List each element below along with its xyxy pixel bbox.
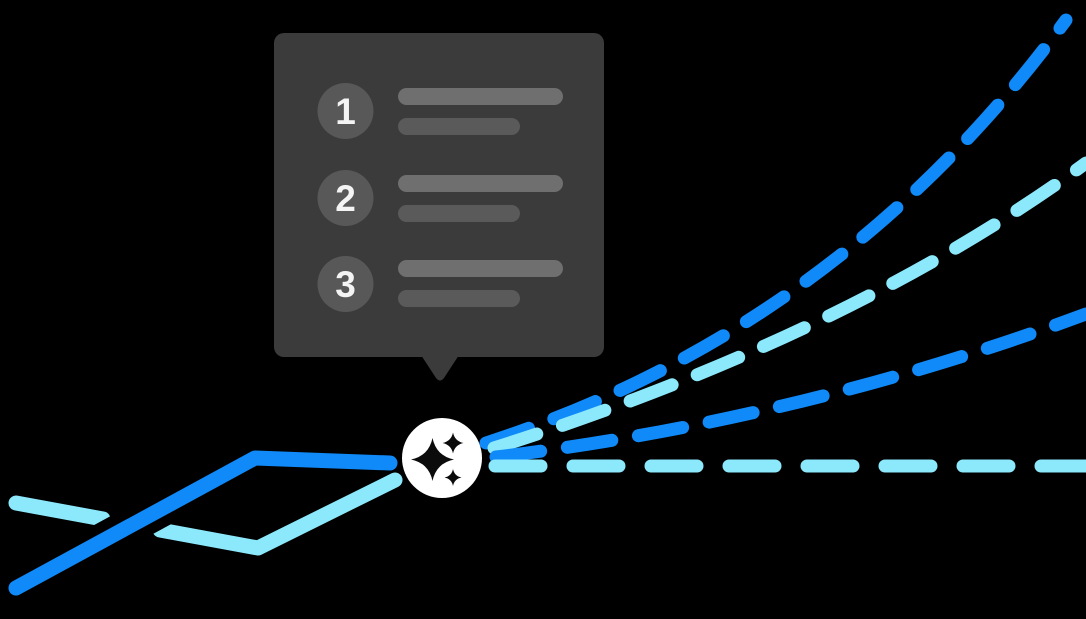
sparkle-large	[411, 438, 454, 481]
sparkles-icon	[411, 432, 464, 486]
text-placeholder-line-3b	[398, 290, 520, 307]
text-placeholder-line-3a	[398, 260, 563, 277]
forecast-line-upper-secondary	[487, 156, 1086, 455]
forecast-line-moderate-primary	[489, 307, 1086, 464]
tooltip-list-item-3: 3	[317, 256, 563, 312]
step-number-3: 3	[335, 264, 356, 305]
forecast-lines	[479, 13, 1086, 473]
tooltip-list-item-2: 2	[317, 170, 563, 226]
step-number-1: 1	[335, 91, 356, 132]
step-number-2: 2	[335, 178, 356, 219]
text-placeholder-line-1b	[398, 118, 520, 135]
history-line-secondary-segment-2	[152, 472, 403, 556]
text-placeholder-line-2a	[398, 175, 563, 192]
tooltip-pointer	[421, 355, 459, 381]
history-line-primary	[8, 450, 398, 596]
ai-sparkle-badge[interactable]	[402, 418, 482, 498]
history-line-secondary-segment-1	[8, 495, 111, 527]
step-badge-1	[317, 83, 374, 139]
sparkle-medium	[442, 432, 464, 454]
tooltip-panel: 1 2 3	[274, 33, 604, 381]
sparkle-small	[444, 469, 462, 486]
text-placeholder-line-2b	[398, 205, 520, 222]
step-badge-2	[317, 170, 374, 226]
forecast-line-steep-primary	[479, 13, 1073, 450]
tooltip-list-item-1: 1	[317, 83, 563, 139]
history-lines	[0, 440, 403, 606]
step-badge-3	[317, 256, 374, 312]
text-placeholder-line-1a	[398, 88, 563, 105]
